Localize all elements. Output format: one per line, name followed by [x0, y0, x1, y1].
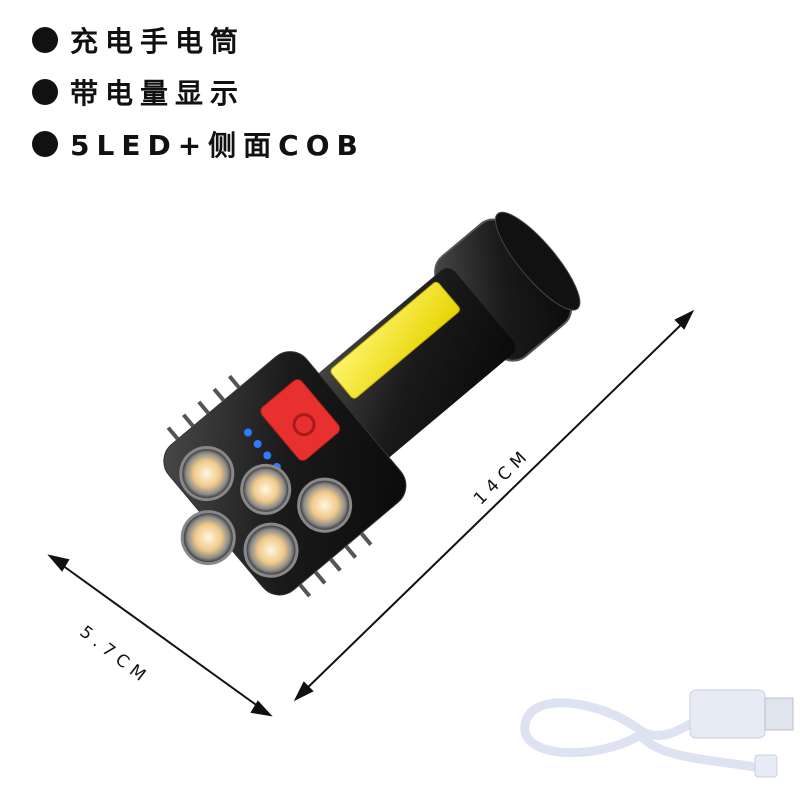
micro-usb-plug	[754, 754, 778, 778]
power-switch	[260, 379, 340, 461]
feature-label: 5LED+侧面COB	[70, 129, 365, 162]
bullet-icon	[32, 131, 58, 157]
dimension-arrow-width	[47, 554, 273, 717]
usb-a-plug	[689, 689, 766, 739]
feature-item: 带电量显示	[32, 66, 365, 118]
feature-list: 充电手电筒 带电量显示 5LED+侧面COB	[32, 14, 365, 170]
usb-cable	[520, 698, 765, 773]
dimension-arrow-length	[293, 309, 695, 702]
cob-panel	[330, 281, 460, 399]
feature-label: 带电量显示	[70, 77, 246, 110]
bullet-icon	[32, 27, 58, 53]
feature-item: 5LED+侧面COB	[32, 118, 365, 170]
bullet-icon	[32, 79, 58, 105]
led-array	[179, 446, 353, 578]
feature-label: 充电手电筒	[70, 25, 246, 58]
flashlight	[163, 211, 581, 598]
feature-item: 充电手电筒	[32, 14, 365, 66]
